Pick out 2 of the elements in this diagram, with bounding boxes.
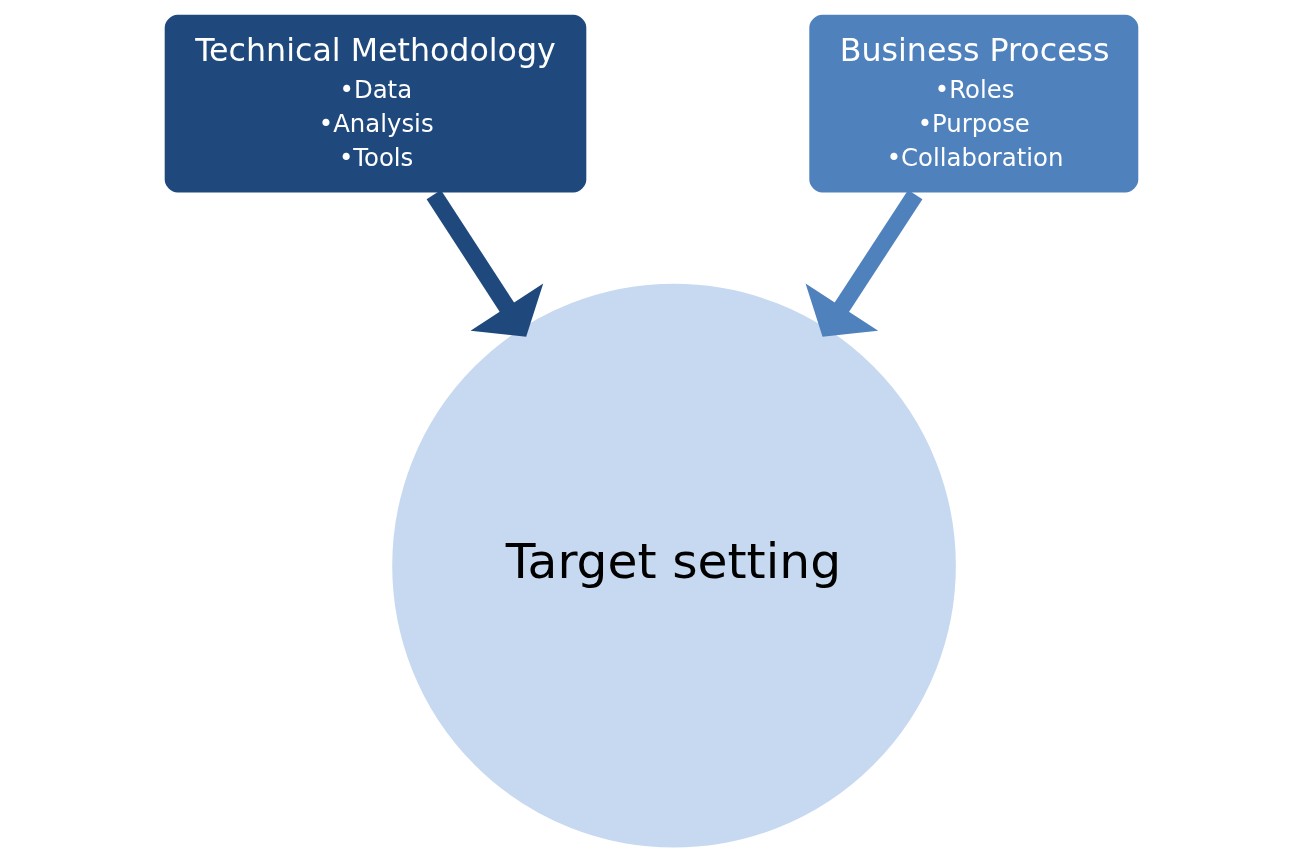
arrow: [426, 189, 544, 337]
arrow: [805, 189, 923, 337]
